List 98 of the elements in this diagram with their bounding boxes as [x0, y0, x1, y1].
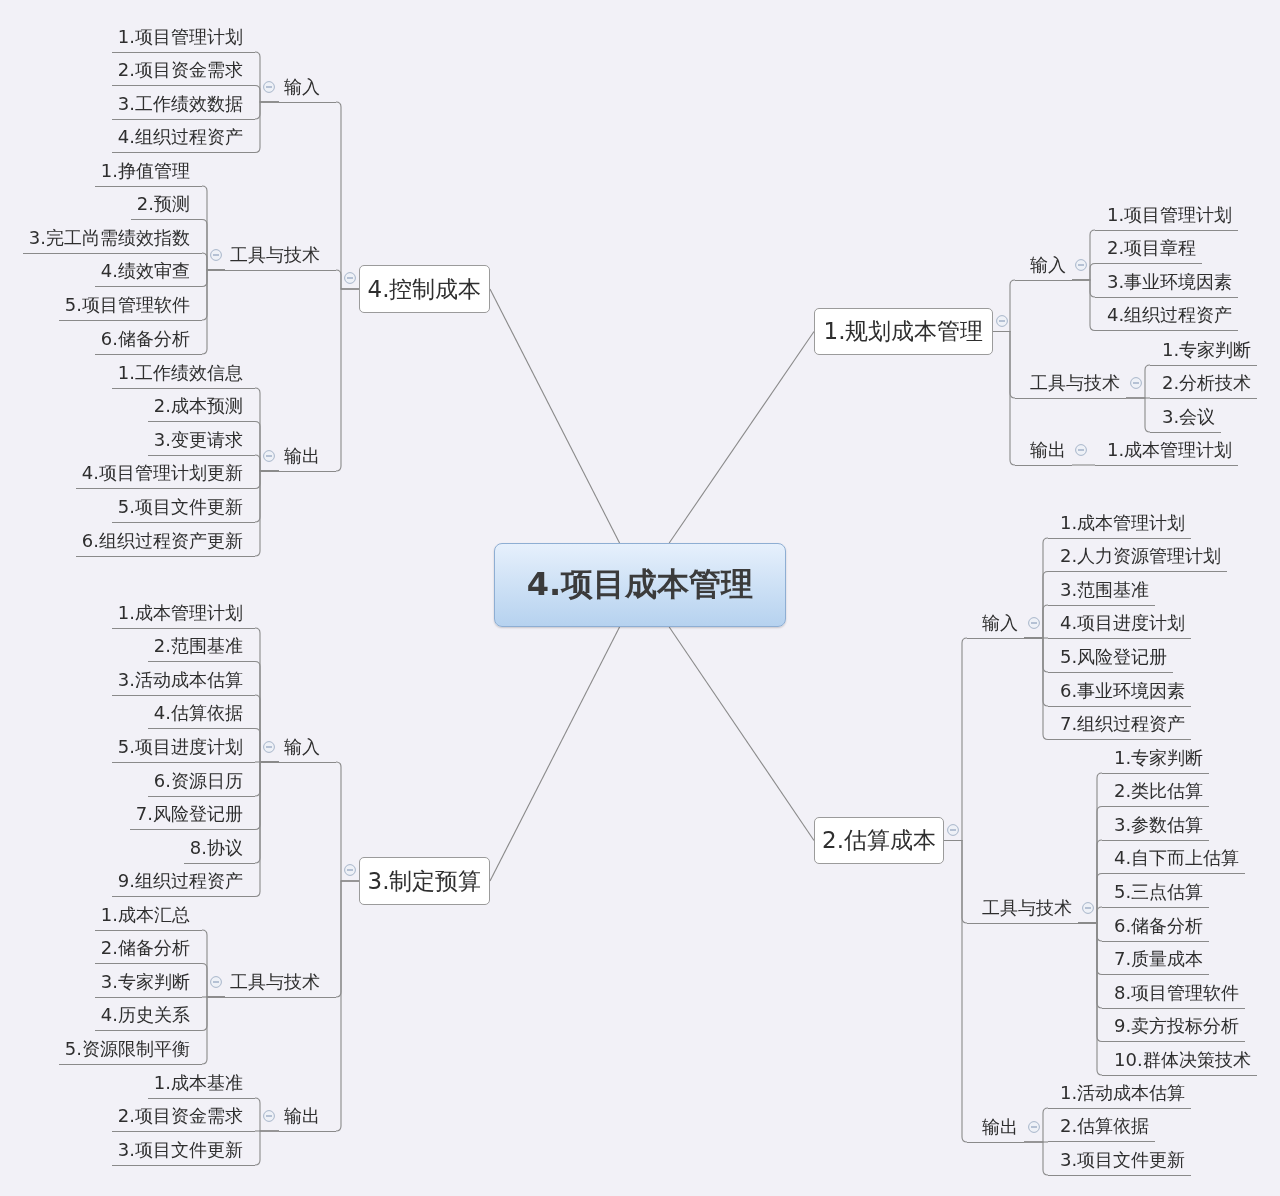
item-label: 2.项目章程 [1095, 233, 1203, 264]
item-label: 7.风险登记册 [129, 799, 255, 830]
connector-line [668, 330, 815, 544]
connector-line [1071, 464, 1096, 466]
category-label: 输出 [279, 1100, 336, 1132]
item-label: 4.绩效审查 [94, 256, 202, 287]
item-label: 2.人力资源管理计划 [1048, 541, 1228, 572]
item-label: 10.群体决策技术 [1102, 1044, 1257, 1076]
item-label: 4.组织过程资产 [111, 122, 255, 153]
item-label: 2.估算依据 [1048, 1111, 1156, 1142]
item-label: 1.成本基准 [147, 1067, 255, 1099]
item-label: 2.项目资金需求 [111, 55, 255, 86]
item-label: 2.项目资金需求 [111, 1101, 255, 1132]
connector-line [254, 761, 280, 898]
connector-line [1071, 279, 1096, 332]
main-topic: 2.估算成本 [814, 817, 944, 864]
item-label: 1.成本管理计划 [1048, 507, 1192, 539]
item-label: 1.项目管理计划 [111, 21, 255, 53]
item-label: 5.项目管理软件 [58, 289, 202, 321]
item-label: 2.预测 [130, 189, 202, 220]
main-topic: 1.规划成本管理 [814, 308, 993, 355]
item-label: 1.成本管理计划 [1095, 434, 1239, 466]
connector-line [668, 626, 815, 842]
connector-line [201, 996, 226, 1065]
category-label: 工具与技术 [225, 966, 336, 998]
connector-line [1023, 1141, 1049, 1176]
connector-line [1125, 397, 1151, 433]
item-label: 3.工作绩效数据 [111, 88, 255, 120]
category-label: 输入 [1015, 249, 1072, 281]
category-label: 输入 [279, 731, 336, 763]
item-label: 1.挣值管理 [94, 155, 202, 187]
connector-line [254, 101, 280, 154]
category-label: 工具与技术 [225, 239, 336, 271]
item-label: 9.卖方投标分析 [1102, 1011, 1246, 1042]
item-label: 2.成本预测 [147, 391, 255, 422]
item-label: 6.储备分析 [1102, 910, 1210, 942]
item-label: 1.项目管理计划 [1095, 199, 1239, 231]
item-label: 5.项目进度计划 [111, 731, 255, 763]
main-topic: 4.控制成本 [359, 265, 490, 313]
category-label: 工具与技术 [967, 892, 1078, 924]
item-label: 3.变更请求 [147, 424, 255, 456]
item-label: 8.协议 [183, 832, 255, 864]
item-label: 6.事业环境因素 [1048, 675, 1192, 707]
category-label: 输入 [279, 71, 336, 103]
item-label: 8.项目管理软件 [1102, 977, 1246, 1009]
item-label: 1.活动成本估算 [1048, 1077, 1192, 1109]
item-label: 3.项目文件更新 [111, 1134, 255, 1166]
connector-line [489, 288, 621, 544]
item-label: 3.项目文件更新 [1048, 1144, 1192, 1176]
item-label: 1.工作绩效信息 [111, 357, 255, 389]
item-label: 3.参数估算 [1102, 809, 1210, 841]
item-label: 5.三点估算 [1102, 876, 1210, 908]
item-label: 3.活动成本估算 [111, 664, 255, 696]
connector-line [335, 288, 360, 472]
connector-line [992, 330, 1016, 466]
item-label: 4.估算依据 [147, 698, 255, 729]
item-label: 3.范围基准 [1048, 574, 1156, 606]
item-label: 1.成本管理计划 [111, 597, 255, 629]
item-label: 6.资源日历 [147, 765, 255, 797]
item-label: 1.专家判断 [1150, 334, 1258, 366]
item-label: 5.资源限制平衡 [58, 1033, 202, 1065]
central-topic: 4.项目成本管理 [494, 543, 786, 627]
connector-line [335, 880, 360, 1132]
connector-line [201, 269, 226, 355]
category-label: 输出 [967, 1111, 1024, 1143]
main-topic: 3.制定预算 [359, 857, 490, 905]
item-label: 9.组织过程资产 [111, 866, 255, 897]
item-label: 4.自下而上估算 [1102, 843, 1246, 874]
item-label: 2.范围基准 [147, 631, 255, 662]
connector-line [1023, 637, 1049, 741]
connector-line [943, 839, 968, 1143]
item-label: 4.项目管理计划更新 [75, 458, 255, 489]
item-label: 7.组织过程资产 [1048, 709, 1192, 740]
connector-line [489, 626, 621, 882]
connector-line [254, 1130, 280, 1166]
item-label: 3.专家判断 [94, 966, 202, 998]
item-label: 5.项目文件更新 [111, 491, 255, 523]
item-label: 2.储备分析 [94, 933, 202, 964]
category-label: 输出 [279, 440, 336, 472]
item-label: 2.分析技术 [1150, 368, 1258, 399]
item-label: 3.事业环境因素 [1095, 266, 1239, 298]
category-label: 工具与技术 [1015, 367, 1126, 399]
item-label: 6.组织过程资产更新 [75, 525, 255, 557]
connector-line [1077, 922, 1103, 1076]
item-label: 2.类比估算 [1102, 776, 1210, 807]
connector-line [254, 470, 280, 557]
item-label: 4.组织过程资产 [1095, 300, 1239, 331]
item-label: 7.质量成本 [1102, 944, 1210, 975]
item-label: 6.储备分析 [94, 323, 202, 355]
category-label: 输出 [1015, 434, 1072, 466]
item-label: 5.风险登记册 [1048, 641, 1174, 673]
item-label: 3.会议 [1150, 401, 1222, 433]
item-label: 4.项目进度计划 [1048, 608, 1192, 639]
item-label: 1.专家判断 [1102, 742, 1210, 774]
item-label: 3.完工尚需绩效指数 [22, 222, 202, 254]
item-label: 4.历史关系 [94, 1000, 202, 1031]
item-label: 1.成本汇总 [94, 899, 202, 931]
category-label: 输入 [967, 607, 1024, 639]
